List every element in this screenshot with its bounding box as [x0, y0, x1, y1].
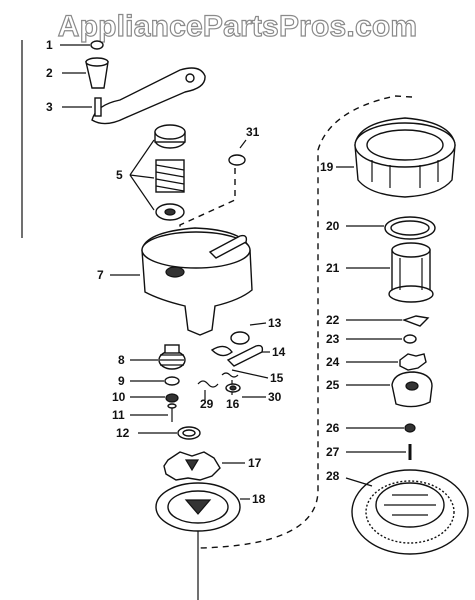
callout-12: 12: [116, 426, 130, 440]
callout-23: 23: [326, 332, 340, 346]
callout-5: 5: [116, 168, 123, 182]
part-31-cap: [228, 139, 247, 166]
callout-21: 21: [326, 261, 340, 275]
part-10-nut: [130, 393, 179, 403]
callout-25: 25: [326, 378, 340, 392]
part-22-clip: [346, 315, 430, 327]
callout-27: 27: [326, 445, 340, 459]
part-17-cam-plate: [163, 451, 245, 481]
callout-22: 22: [326, 313, 340, 327]
part-30-washer: [225, 383, 266, 398]
callout-3: 3: [46, 100, 53, 114]
callout-24: 24: [326, 355, 340, 369]
part-24-star-gear: [346, 353, 427, 371]
part-25-cam: [346, 371, 433, 408]
callout-14: 14: [272, 345, 286, 359]
part-13-spring-clip: [230, 322, 267, 345]
part-18-base-disc: [155, 482, 250, 532]
callout-18: 18: [252, 492, 266, 506]
callout-16: 16: [226, 397, 240, 411]
part-29-clip: [197, 380, 219, 400]
callout-29: 29: [200, 397, 214, 411]
callout-19: 19: [320, 160, 334, 174]
callout-15: 15: [270, 371, 284, 385]
part-21-drive-cylinder: [346, 242, 434, 303]
part-3-crank-handle: [62, 67, 206, 125]
callout-9: 9: [118, 374, 125, 388]
part-20-o-ring: [346, 216, 436, 240]
part-15-pawl: [210, 345, 269, 379]
part-9-washer: [130, 376, 180, 386]
callout-26: 26: [326, 421, 340, 435]
assembly-boundary: [199, 95, 413, 549]
callout-2: 2: [46, 66, 53, 80]
part-14-lever: [226, 344, 270, 367]
callout-8: 8: [118, 353, 125, 367]
part-23-washer: [346, 334, 417, 344]
callout-13: 13: [268, 316, 282, 330]
part-12-ring: [138, 426, 201, 440]
part-11-screw: [130, 403, 177, 422]
callout-7: 7: [97, 268, 104, 282]
part-7-housing: [110, 227, 253, 336]
part-1-nut: [60, 40, 104, 50]
callout-28: 28: [326, 469, 340, 483]
callout-1: 1: [46, 38, 53, 52]
callout-20: 20: [326, 219, 340, 233]
part-26-screw: [346, 423, 416, 433]
callout-17: 17: [248, 456, 262, 470]
part-5-spring-assembly: [129, 124, 186, 221]
callout-11: 11: [112, 408, 125, 422]
part-27-pin: [346, 444, 412, 460]
callout-31: 31: [246, 125, 260, 139]
callout-10: 10: [112, 390, 126, 404]
part-19-ring-gear-housing: [336, 117, 456, 198]
part-2-knob: [62, 57, 109, 89]
watermark: AppliancePartsPros.com: [57, 9, 418, 43]
callout-30: 30: [268, 390, 282, 404]
part-8-gear: [130, 344, 186, 370]
part-28-base-gear: [345, 469, 469, 555]
